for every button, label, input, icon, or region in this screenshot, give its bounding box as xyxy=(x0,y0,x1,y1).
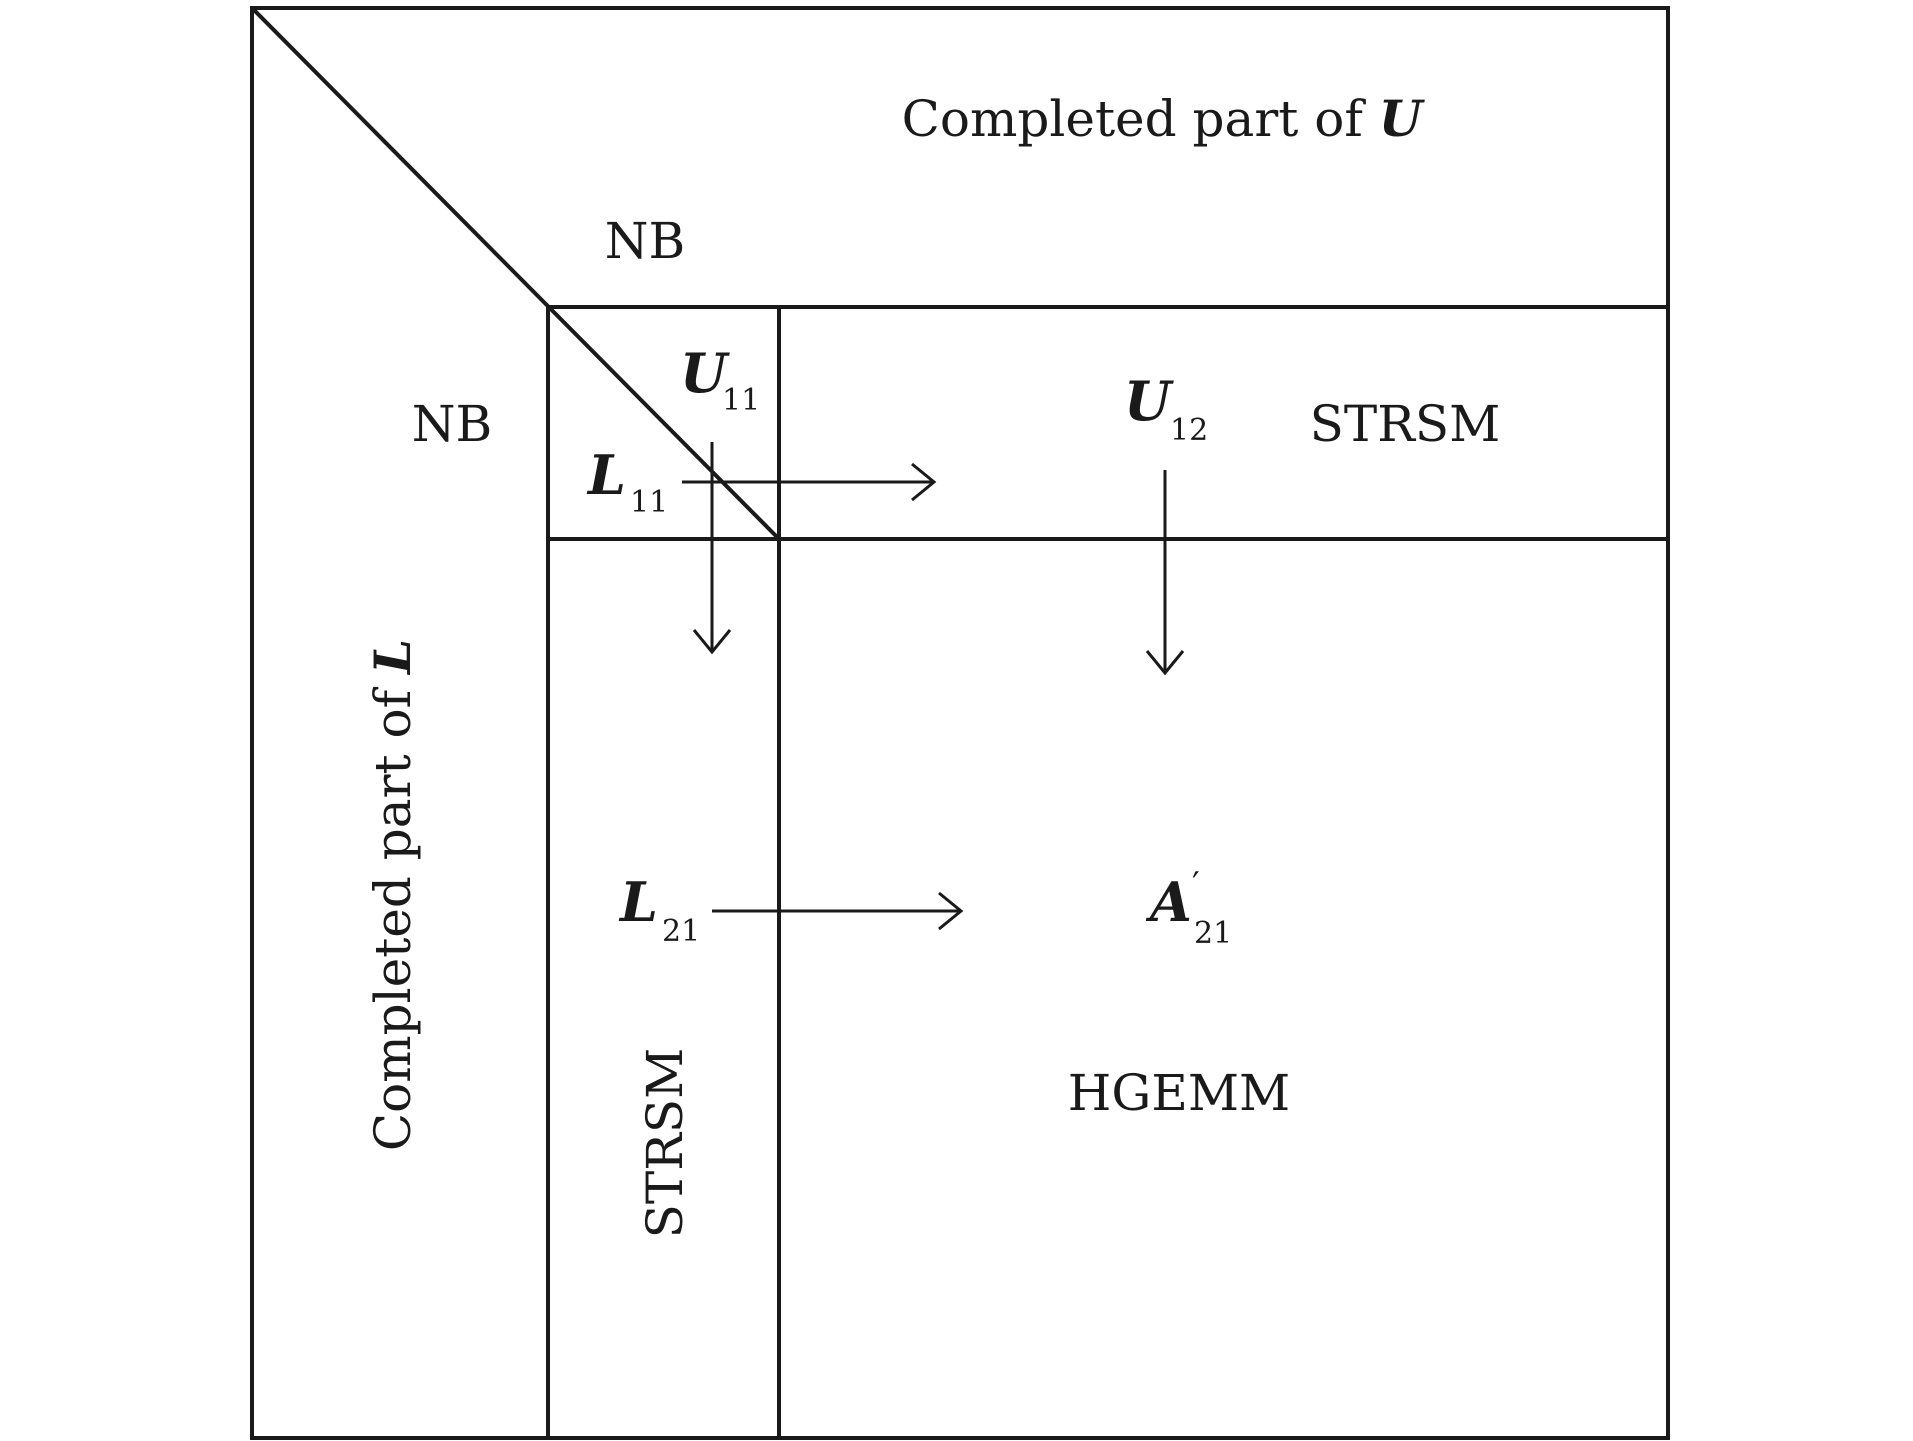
arrow-u11-down xyxy=(692,442,732,655)
arrow-u12-down xyxy=(1145,470,1185,676)
strsm-vertical-label: STRSM xyxy=(636,1048,694,1239)
svg-text:21: 21 xyxy=(1194,916,1232,951)
svg-text:′: ′ xyxy=(1192,865,1200,905)
outer-matrix-border xyxy=(250,6,1670,1440)
u11-block-label: U 11 xyxy=(680,341,760,418)
completed-u-prefix: Completed part of xyxy=(902,90,1379,148)
svg-text:11: 11 xyxy=(722,383,760,418)
l11-block-label: L 11 xyxy=(586,443,668,520)
completed-l-prefix: Completed part of xyxy=(364,674,422,1151)
arrow-l21-right xyxy=(712,891,964,931)
completed-u-label: Completed part of U xyxy=(902,89,1426,148)
svg-text:U: U xyxy=(1124,369,1174,433)
nb-left-label: NB xyxy=(412,395,493,453)
l21-block-label: L 21 xyxy=(618,870,700,949)
svg-text:A: A xyxy=(1145,870,1192,934)
svg-text:21: 21 xyxy=(662,914,700,949)
u12-block-label: U 12 xyxy=(1124,369,1208,448)
svg-text:12: 12 xyxy=(1170,413,1208,448)
strsm-right-label: STRSM xyxy=(1310,395,1501,453)
completed-l-label: Completed part of L xyxy=(363,639,422,1151)
completed-u-symbol: U xyxy=(1379,89,1426,148)
hgemm-label: HGEMM xyxy=(1068,1064,1290,1122)
svg-text:11: 11 xyxy=(630,485,668,520)
a21-block-label: A ′ 21 xyxy=(1145,865,1232,951)
main-diagonal-line xyxy=(250,6,781,541)
nb-top-label: NB xyxy=(605,212,686,270)
completed-l-symbol: L xyxy=(363,639,422,676)
svg-text:U: U xyxy=(680,341,730,405)
svg-text:L: L xyxy=(586,443,626,507)
arrow-l11-right xyxy=(682,462,937,502)
svg-text:L: L xyxy=(618,870,658,934)
